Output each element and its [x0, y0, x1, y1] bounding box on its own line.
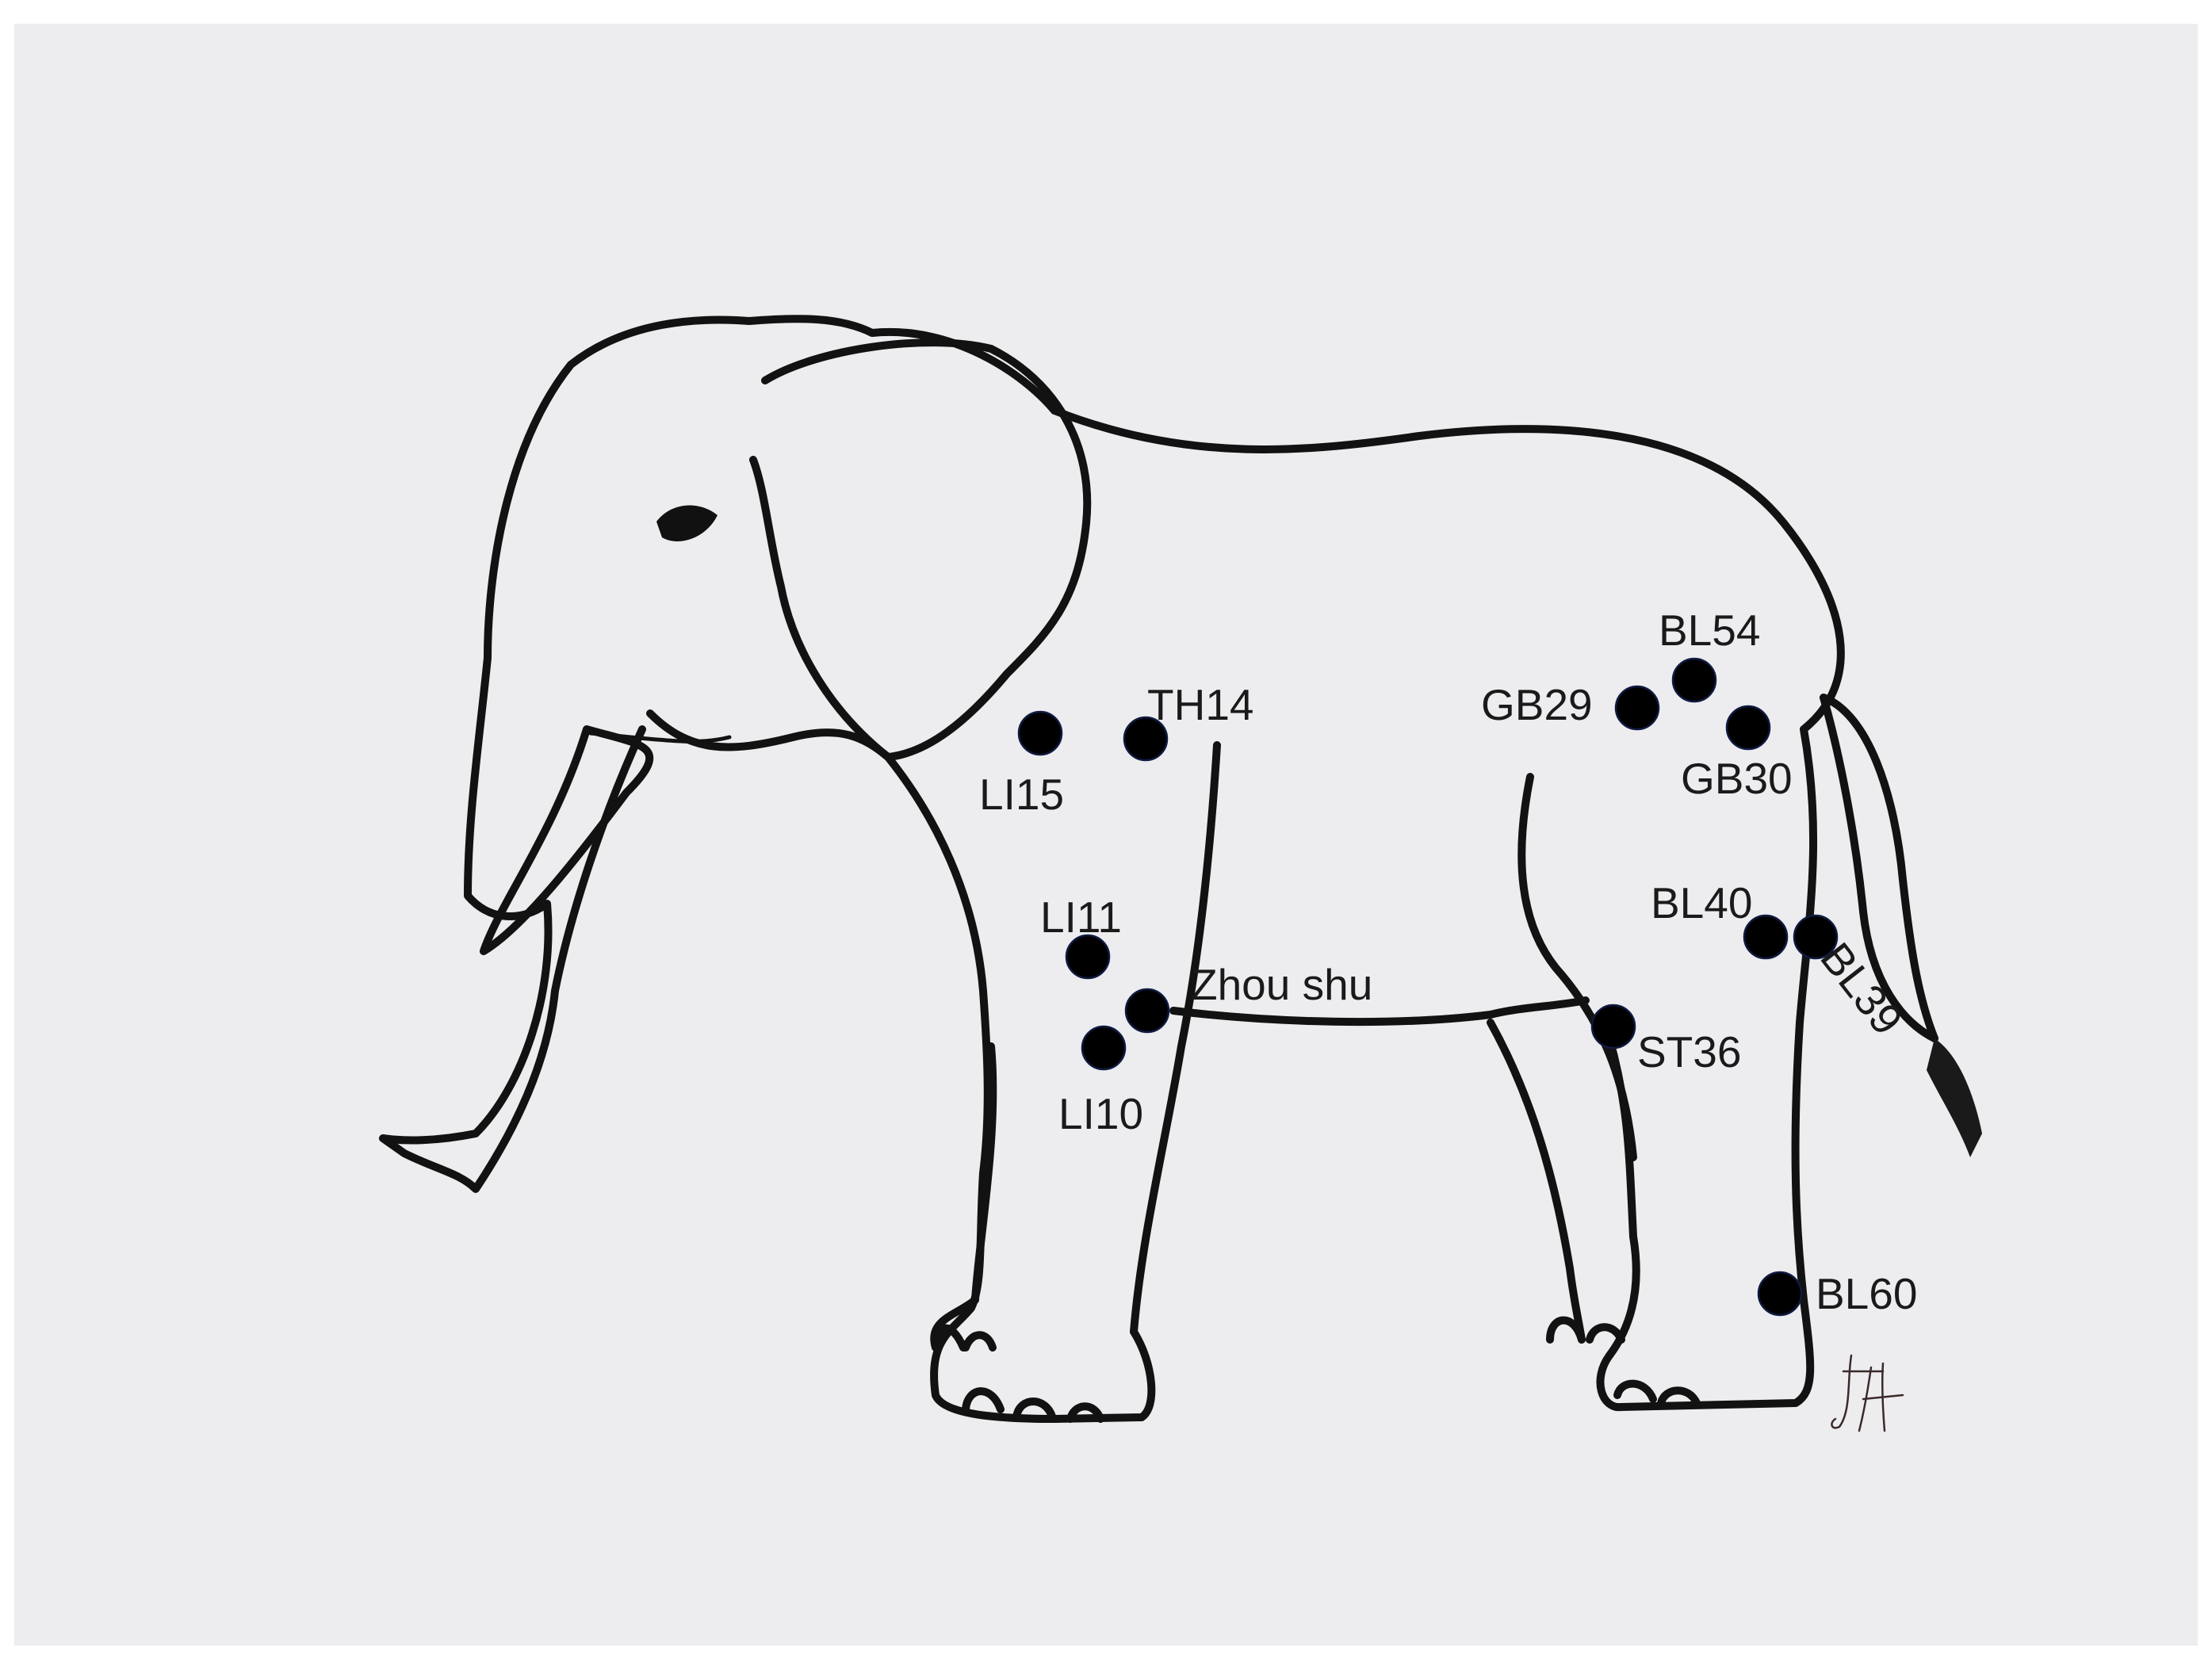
point-gb30-label: GB30	[1681, 754, 1793, 803]
point-bl40-label: BL40	[1651, 878, 1753, 927]
point-gb29-label: GB29	[1481, 680, 1593, 729]
elephant-body-outline	[1051, 407, 1845, 1412]
point-li10-label: LI10	[1058, 1089, 1144, 1138]
far-front-foot-toes	[932, 1324, 997, 1352]
front-leg-back	[1130, 741, 1221, 1336]
elephant-tail	[1820, 694, 1938, 1042]
point-bl60-label: BL60	[1816, 1269, 1918, 1318]
elephant-eye	[656, 505, 718, 541]
paper-sheet	[14, 24, 2198, 1646]
elephant-belly	[1169, 996, 1590, 1027]
artist-signature	[1831, 1354, 1904, 1432]
hind-leg-inner	[1517, 773, 1637, 1161]
elephant-head-outline	[379, 315, 1058, 1193]
tail-tuft	[1927, 1038, 1982, 1157]
elephant-ear	[749, 338, 1092, 761]
far-hind-leg	[1487, 1019, 1586, 1344]
hind-foot-toes	[1613, 1379, 1701, 1407]
front-leg-front	[884, 753, 1156, 1423]
point-li15-label: LI15	[979, 770, 1065, 819]
front-foot-toes	[962, 1387, 1104, 1423]
far-front-leg	[930, 1042, 997, 1352]
tail-inner	[1820, 694, 1938, 1042]
elephant-tusk	[480, 725, 654, 955]
point-th14-label: TH14	[1147, 680, 1254, 729]
far-hind-foot-toes	[1546, 1316, 1625, 1344]
point-li11-label: LI11	[1040, 893, 1122, 942]
point-zhou-shu-label: Zhou shu	[1191, 960, 1373, 1009]
point-st36-label: ST36	[1637, 1027, 1742, 1076]
point-bl54-label: BL54	[1659, 606, 1761, 655]
elephant-mouth	[646, 709, 892, 761]
